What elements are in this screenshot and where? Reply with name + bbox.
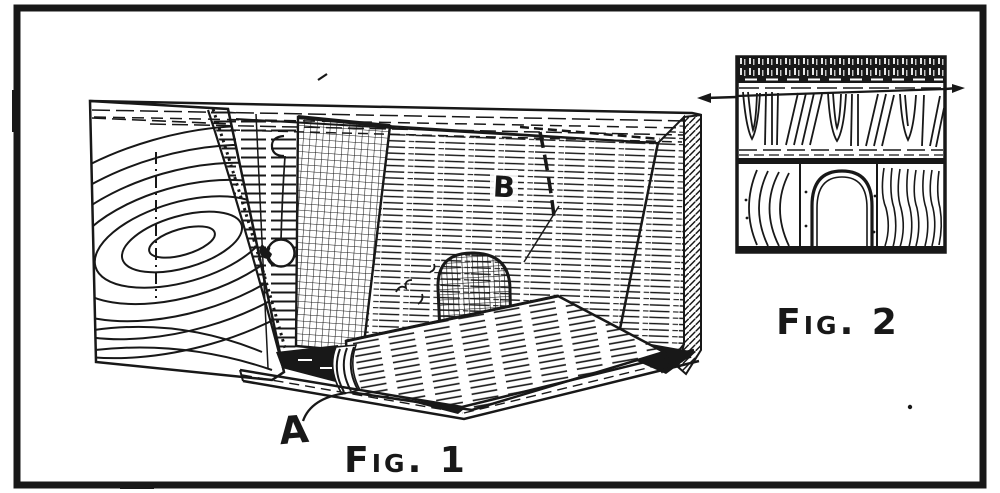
label-b-halo <box>490 170 518 202</box>
figure-2-drawing: Fig. 2 <box>697 55 965 343</box>
fig1-squiggle <box>395 279 413 293</box>
fig1-label-a-leader <box>301 391 347 422</box>
fig2-rod-arrow-right <box>952 84 965 93</box>
part-label-a: A <box>277 407 311 453</box>
fig1-shadow-left <box>276 345 470 414</box>
fig1-right-edge-strip <box>676 113 702 376</box>
fig2-top-board-endgrain <box>736 56 946 79</box>
part-label-b: B <box>492 169 516 204</box>
fig2-grain-band <box>742 91 945 148</box>
page-frame-border <box>12 4 987 489</box>
fig2-arch-door-board <box>737 164 945 252</box>
fig2-right-board-grain <box>881 167 943 248</box>
fig2-nail-dots <box>744 190 877 234</box>
fig2-top-strips <box>737 76 945 89</box>
fig1-squiggle <box>429 263 436 273</box>
fig2-arch-opening <box>810 169 874 247</box>
fig2-middle-strips <box>737 149 945 164</box>
fig1-bait-hook <box>259 134 296 268</box>
fig1-tilting-platform <box>344 294 668 412</box>
scan-stray-marks <box>317 73 913 410</box>
fig1-entry-chute <box>206 108 298 373</box>
fig2-rod-arrow-left <box>697 93 711 103</box>
fig1-bottom-rail <box>239 348 700 421</box>
figure-2-caption: Fig. 2 <box>776 302 900 343</box>
figure-1-drawing: B <box>88 99 702 481</box>
fig1-pivot-roller <box>331 344 362 395</box>
fig1-left-panel-grain <box>90 117 284 371</box>
fig2-left-board-grain <box>748 169 790 247</box>
fig1-squiggle <box>417 293 424 305</box>
figure-1-caption: Fig. 1 <box>344 440 468 481</box>
fig2-rod <box>697 84 965 103</box>
